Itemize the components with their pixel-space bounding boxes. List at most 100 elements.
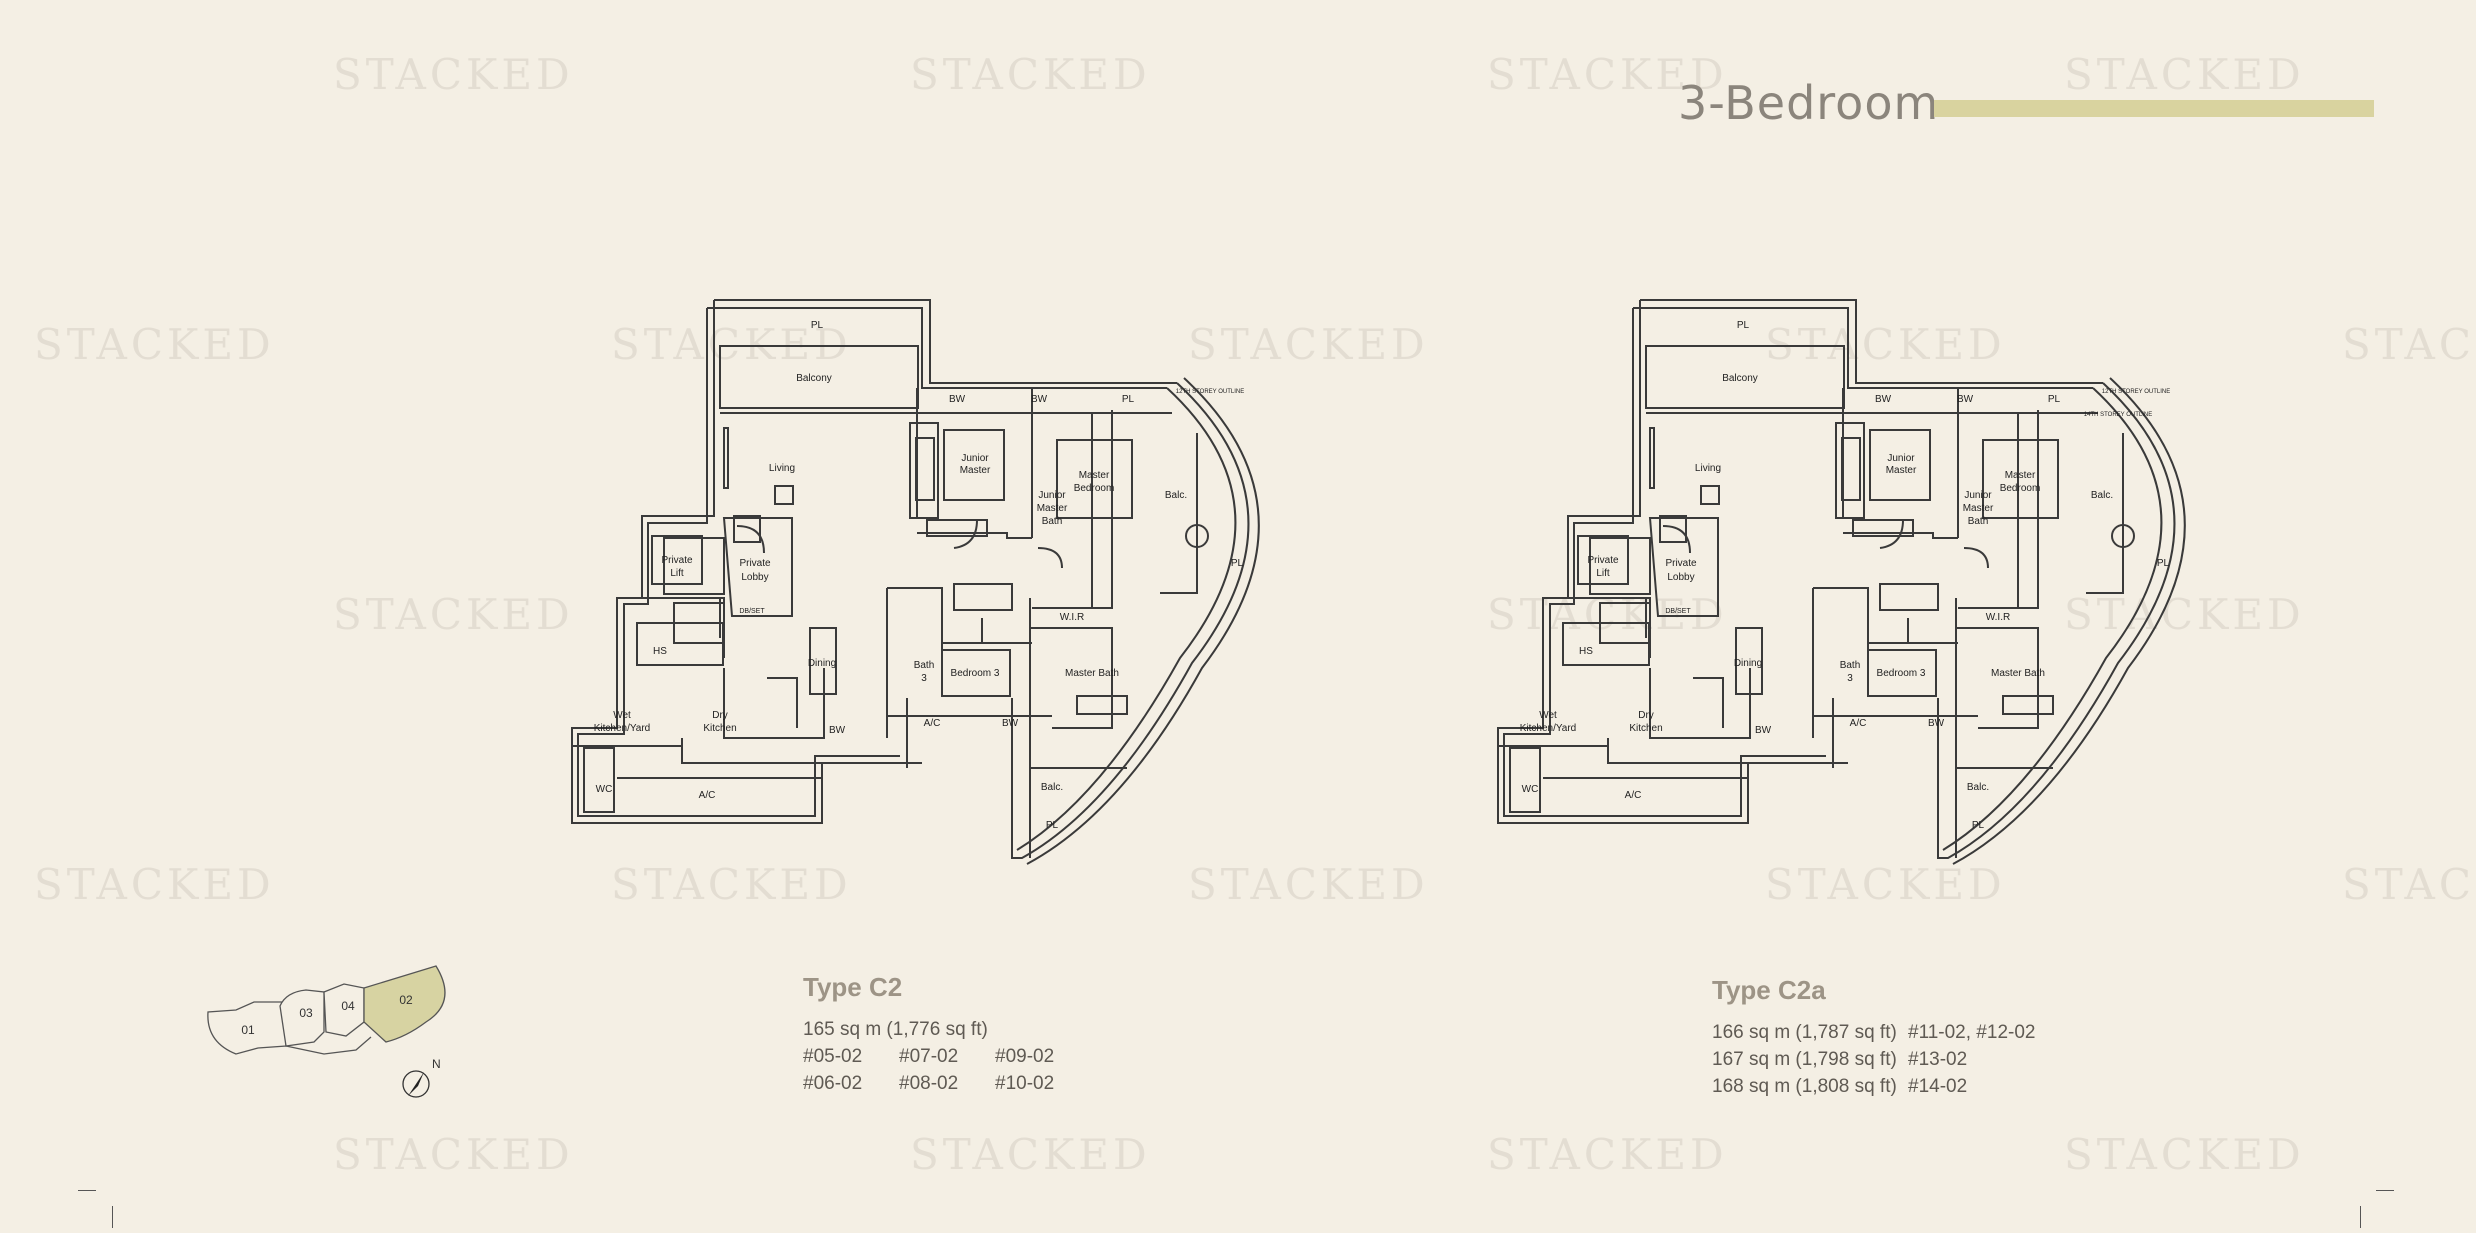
- wardrobe: [953, 583, 1013, 611]
- unit-number: #10-02: [995, 1073, 1055, 1094]
- crop-mark: [78, 1190, 96, 1191]
- plan-label-kitchen: Kitchen: [703, 723, 736, 734]
- watermark: STACKED: [2342, 320, 2476, 369]
- wall: [663, 537, 725, 595]
- plan-label-pl: PL: [1737, 320, 1750, 331]
- plan-label-kitchen-yard: Kitchen/Yard: [594, 723, 651, 734]
- plan-label-ac: A/C: [699, 790, 716, 801]
- plan-label-bath: Bath: [1840, 660, 1861, 671]
- watermark: STACKED: [910, 1130, 1151, 1179]
- bed: [1867, 649, 1937, 697]
- bed: [1982, 439, 2059, 519]
- crop-mark: [2360, 1206, 2361, 1228]
- unit-numbers: #11-02, #12-02: [1908, 1022, 2036, 1043]
- plan-label-master: Master: [1963, 503, 1994, 514]
- sofa: [1841, 437, 1861, 501]
- unit-number: #05-02: [803, 1046, 863, 1067]
- wall: [1813, 587, 1869, 653]
- watermark: STACKED: [34, 320, 275, 369]
- plan-label-balc: Balc.: [2091, 490, 2113, 501]
- wall: [917, 532, 1032, 539]
- plan-label-junior: Junior: [1887, 453, 1915, 464]
- plan-label-wir: W.I.R: [1060, 612, 1084, 623]
- window-strip: [723, 427, 729, 489]
- watermark: STACKED: [2064, 1130, 2305, 1179]
- plan-label-outline-12th: 12TH STOREY OUTLINE: [1176, 389, 1244, 395]
- north-label: N: [432, 1057, 441, 1071]
- watermark: STACKED: [34, 860, 275, 909]
- key-plan: 01 03 04 02 N: [196, 962, 456, 1112]
- plan-label-master-bath: Master Bath: [1991, 668, 2045, 679]
- wall: [1843, 532, 1958, 539]
- unit-numbers: #13-02: [1908, 1049, 1968, 1070]
- plan-label-master: Master: [1079, 470, 1110, 481]
- wall: [681, 738, 922, 764]
- counter: [583, 747, 615, 813]
- counter: [1509, 747, 1541, 813]
- plan-label-bedroom: Bedroom: [1074, 483, 1115, 494]
- plan-label-pl: PL: [1122, 394, 1135, 405]
- unit-outline: [1503, 308, 1826, 817]
- plan-label-outline-12th: 12TH STOREY OUTLINE: [2102, 389, 2170, 395]
- floor-plan-type-c2a: PL Balcony BW BW PL 12TH STOREY OUTLINE …: [1478, 298, 2258, 878]
- lift: [1577, 535, 1629, 585]
- wardrobe: [673, 602, 725, 644]
- unit-number: #09-02: [995, 1046, 1055, 1067]
- wardrobe: [1852, 519, 1914, 537]
- watermark: STACKED: [910, 50, 1151, 99]
- facade-curve-inner: [1016, 387, 1237, 851]
- plan-label-lift: Lift: [670, 568, 684, 579]
- watermark: STACKED: [1765, 320, 2006, 369]
- watermark: STACKED: [1188, 320, 1429, 369]
- plan-label-lobby: Lobby: [1667, 572, 1694, 583]
- plan-label-hs: HS: [653, 646, 667, 657]
- plan-label-pl: PL: [1972, 820, 1985, 831]
- key-plan-label: 01: [241, 1023, 255, 1037]
- plan-label-pl: PL: [2048, 394, 2061, 405]
- wall: [1648, 517, 1719, 617]
- balcony-rail: [1160, 433, 1198, 594]
- balcony-rail: [2086, 433, 2124, 594]
- bed: [1056, 439, 1133, 519]
- plan-label-balc: Balc.: [1967, 782, 1989, 793]
- plan-label-bedroom3: Bedroom 3: [1877, 668, 1926, 679]
- plan-label-bedroom: Bedroom: [2000, 483, 2041, 494]
- unit-outline: [707, 307, 1167, 389]
- plan-label-wir: W.I.R: [1986, 612, 2010, 623]
- watermark: STACKED: [2342, 860, 2476, 909]
- unit-number: #06-02: [803, 1073, 863, 1094]
- coffee-table: [774, 485, 794, 505]
- crop-mark: [112, 1206, 113, 1228]
- watermark: STACKED: [611, 860, 852, 909]
- watermark: STACKED: [333, 590, 574, 639]
- plan-label-junior: Junior: [1038, 490, 1066, 501]
- watermark: STACKED: [1188, 860, 1429, 909]
- plan-label-private: Private: [739, 558, 771, 569]
- north-arrow-icon: N: [402, 1057, 441, 1098]
- plan-label-pl: PL: [2157, 558, 2170, 569]
- wall: [1030, 627, 1113, 729]
- sofa: [909, 422, 939, 519]
- plan-label-bath: Bath: [1042, 516, 1063, 527]
- wall: [887, 587, 943, 653]
- unit-number: #07-02: [899, 1046, 959, 1067]
- facade-curve-outer: [1952, 377, 2186, 865]
- plan-label-dining: Dining: [1734, 658, 1762, 669]
- plan-label-kitchen-yard: Kitchen/Yard: [1520, 723, 1577, 734]
- column: [2111, 524, 2135, 548]
- wardrobe: [1879, 583, 1939, 611]
- plan-label-lift: Lift: [1596, 568, 1610, 579]
- unit-outline: [1633, 307, 2093, 389]
- facade-curve: [1011, 382, 1250, 859]
- plan-label-bw: BW: [1928, 718, 1945, 729]
- plan-label-master: Master: [2005, 470, 2036, 481]
- plan-label-wet: Wet: [1539, 710, 1557, 721]
- plan-label-private: Private: [1665, 558, 1697, 569]
- table: [809, 627, 837, 695]
- plan-label-bw: BW: [1875, 394, 1892, 405]
- plan-label-ac: A/C: [1850, 718, 1867, 729]
- door-swing: [736, 525, 765, 554]
- plan-label-bath: Bath: [914, 660, 935, 671]
- coffee-table: [1700, 485, 1720, 505]
- key-plan-unit-01: [207, 1001, 287, 1055]
